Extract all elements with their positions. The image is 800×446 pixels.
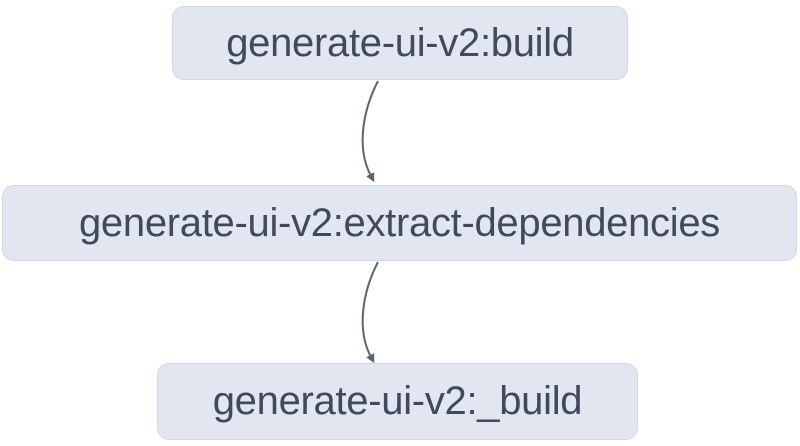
edge-extract-to-underbuild-arrow: [361, 261, 379, 364]
node-generate-ui-v2-build-label: generate-ui-v2:build: [226, 20, 574, 65]
node-generate-ui-v2-build[interactable]: generate-ui-v2:build: [172, 6, 628, 80]
node-generate-ui-v2-underscore-build[interactable]: generate-ui-v2:_build: [157, 363, 638, 440]
node-generate-ui-v2-extract-dependencies[interactable]: generate-ui-v2:extract-dependencies: [2, 185, 797, 261]
edge-build-to-extract-arrow: [361, 80, 379, 183]
node-generate-ui-v2-extract-dependencies-label: generate-ui-v2:extract-dependencies: [78, 200, 720, 245]
node-generate-ui-v2-underscore-build-label: generate-ui-v2:_build: [212, 379, 583, 423]
